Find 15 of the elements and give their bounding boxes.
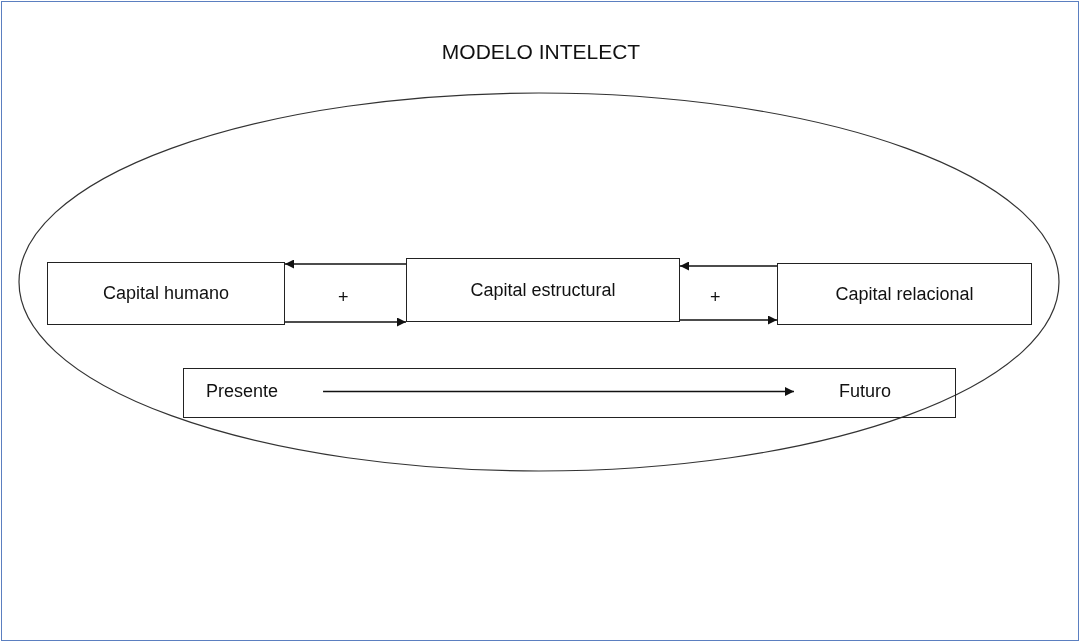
- arrow: [679, 261, 778, 271]
- capital-box: Capital humano: [47, 262, 285, 325]
- arrow: [284, 317, 407, 327]
- plus-sign: +: [338, 287, 349, 308]
- time-label: Presente: [206, 381, 279, 402]
- ellipse-outline: [18, 92, 1060, 472]
- capital-box: Capital relacional: [777, 263, 1032, 325]
- plus-sign: +: [710, 287, 721, 308]
- capital-box: Capital estructural: [406, 258, 680, 322]
- arrow: [322, 387, 795, 396]
- arrow: [679, 315, 778, 325]
- diagram-title: MODELO INTELECT: [441, 40, 641, 64]
- time-label: Futuro: [839, 381, 892, 402]
- arrow: [284, 259, 407, 269]
- timeline-box: [183, 368, 956, 418]
